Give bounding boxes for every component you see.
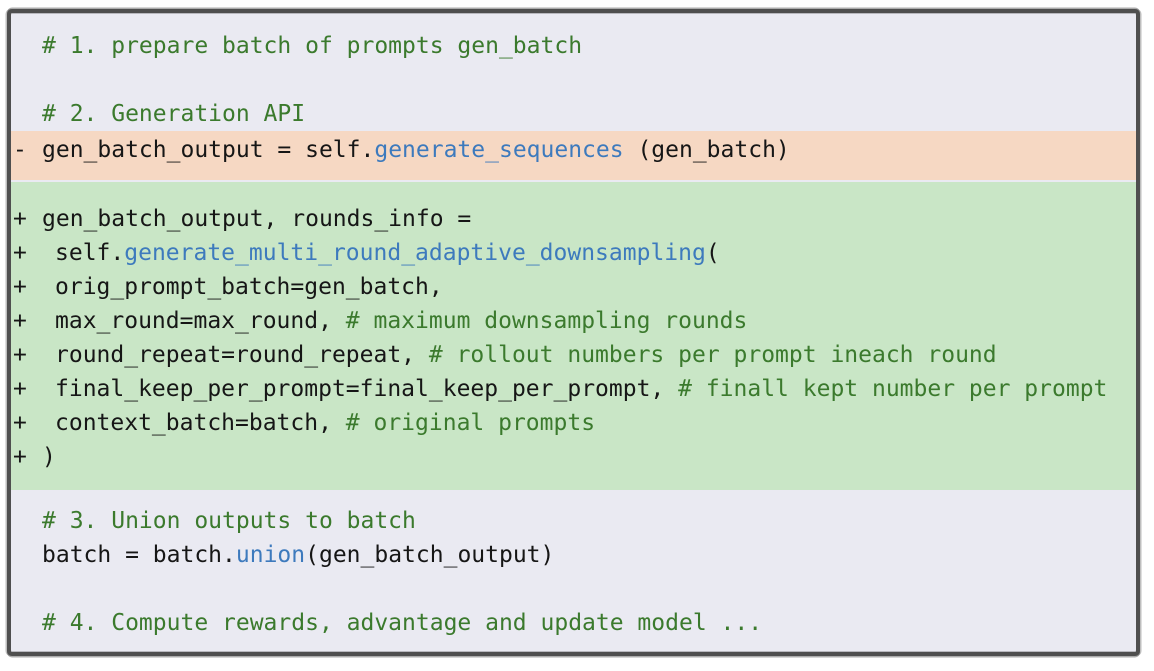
diff-added-marker: +: [13, 274, 27, 300]
code-line: + self.generate_multi_round_adaptive_down…: [11, 236, 1136, 270]
code-segment-code: orig_prompt_batch=gen_batch,: [55, 274, 443, 300]
code-line: # 2. Generation API: [11, 97, 1136, 131]
diff-block-plain: # 1. prepare batch of prompts gen_batch #…: [11, 29, 1136, 131]
code-segment-code: ): [42, 444, 56, 470]
diff-added-marker: +: [13, 410, 27, 436]
diff-block-plain: # 3. Union outputs to batch batch = batch…: [11, 504, 1136, 640]
code-segment-function: generate_multi_round_adaptive_downsampli…: [124, 240, 706, 266]
code-block: # 1. prepare batch of prompts gen_batch #…: [11, 13, 1136, 640]
code-segment-comment: # maximum downsampling rounds: [345, 308, 748, 334]
diff-removed-marker: -: [13, 137, 27, 163]
diff-added-marker: +: [13, 376, 27, 402]
code-segment-comment: # 3. Union outputs to batch: [42, 508, 416, 534]
code-panel: # 1. prepare batch of prompts gen_batch #…: [7, 9, 1140, 656]
code-segment-code: max_round=max_round,: [55, 308, 346, 334]
code-segment-code: context_batch=batch,: [55, 410, 346, 436]
code-segment-code: final_keep_per_prompt=final_keep_per_pro…: [55, 376, 679, 402]
code-segment-code: (: [705, 240, 720, 266]
diff-added-marker: +: [13, 342, 27, 368]
code-segment-comment: # 1. prepare batch of prompts gen_batch: [42, 33, 583, 59]
code-segment-comment: # 2. Generation API: [42, 101, 306, 127]
diff-added-marker: +: [13, 240, 27, 266]
code-line: # 1. prepare batch of prompts gen_batch: [11, 29, 1136, 63]
code-segment-function: generate_sequences: [374, 137, 624, 163]
code-segment-comment: # 4. Compute rewards, advantage and upda…: [42, 610, 763, 636]
code-segment-code: (gen_batch): [623, 137, 790, 163]
blank-line: [11, 572, 1136, 606]
blank-line: [11, 63, 1136, 97]
code-line: -gen_batch_output = self.generate_sequen…: [11, 133, 1136, 167]
code-line: batch = batch.union(gen_batch_output): [11, 538, 1136, 572]
code-segment-comment: # finall kept number per prompt: [678, 376, 1108, 402]
code-segment-code: batch = batch.: [42, 542, 236, 568]
code-segment-function: union: [235, 542, 306, 568]
code-line: # 4. Compute rewards, advantage and upda…: [11, 606, 1136, 640]
code-line: + context_batch=batch, # original prompts: [11, 406, 1136, 440]
code-segment-code: (gen_batch_output): [305, 542, 555, 568]
diff-block-removed: -gen_batch_output = self.generate_sequen…: [11, 131, 1136, 180]
code-segment-comment: # original prompts: [345, 410, 596, 436]
code-line: + round_repeat=round_repeat, # rollout nu…: [11, 338, 1136, 372]
code-line: +): [11, 440, 1136, 474]
diff-added-marker: +: [13, 206, 27, 232]
code-line: + final_keep_per_prompt=final_keep_per_pr…: [11, 372, 1136, 406]
diff-block-added: + gen_batch_output, rounds_info = + self.ge…: [11, 182, 1136, 490]
code-segment-code: self.: [55, 240, 125, 266]
code-line: # 3. Union outputs to batch: [11, 504, 1136, 538]
code-line: + max_round=max_round, # maximum downsamp…: [11, 304, 1136, 338]
code-segment-code: round_repeat=round_repeat,: [55, 342, 429, 368]
code-segment-code: gen_batch_output, rounds_info =: [42, 206, 472, 232]
diff-added-marker: +: [13, 444, 27, 470]
code-segment-code: gen_batch_output = self.: [42, 137, 375, 163]
code-line: + orig_prompt_batch=gen_batch,: [11, 270, 1136, 304]
code-line: + gen_batch_output, rounds_info =: [11, 202, 1136, 236]
code-segment-comment: # rollout numbers per prompt ineach roun…: [428, 342, 997, 368]
diff-added-marker: +: [13, 308, 27, 334]
